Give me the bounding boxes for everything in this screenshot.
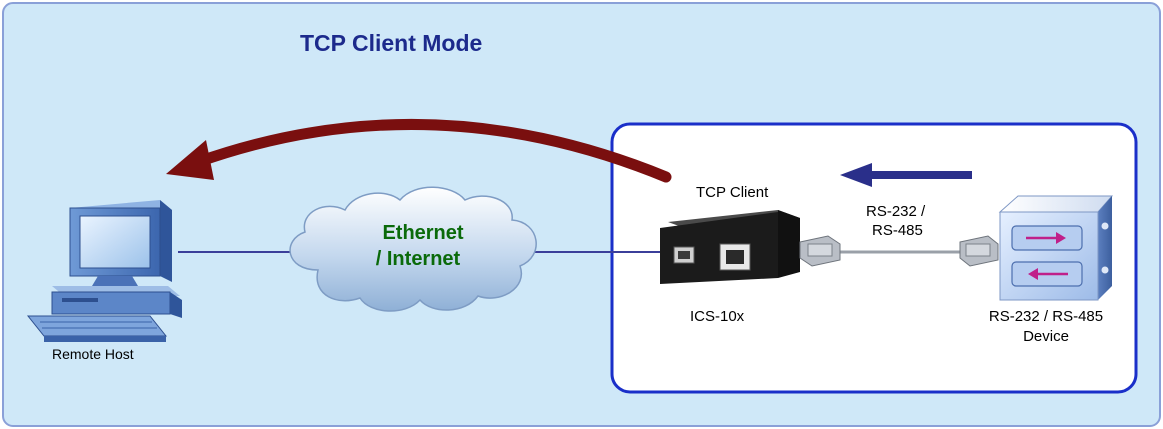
computer-icon <box>26 200 182 342</box>
big-arrow-head <box>166 140 214 180</box>
serial-link-label-line1: RS-232 / <box>866 203 926 220</box>
remote-host-label: Remote Host <box>52 346 134 362</box>
cloud-icon <box>289 186 537 312</box>
local-site-panel <box>610 122 1138 394</box>
cloud-label-line1: Ethernet <box>382 222 464 244</box>
serial-connector-icon <box>799 235 841 267</box>
serial-connector-icon-device <box>959 235 999 267</box>
device-model-label: ICS-10x <box>690 308 745 325</box>
serial-device-label-line1: RS-232 / RS-485 <box>988 308 1104 325</box>
serial-device-icon <box>998 195 1114 301</box>
small-arrow-head <box>840 163 872 187</box>
serial-device-label-line2: Device <box>1023 328 1069 345</box>
diagram-title: TCP Client Mode <box>300 30 483 56</box>
tcp-client-label: TCP Client <box>696 184 769 201</box>
cloud-label-line2: / Internet <box>375 248 461 270</box>
big-data-arrow <box>192 119 672 183</box>
serial-link-label-line2: RS-485 <box>872 222 923 239</box>
converter-icon <box>660 210 800 284</box>
